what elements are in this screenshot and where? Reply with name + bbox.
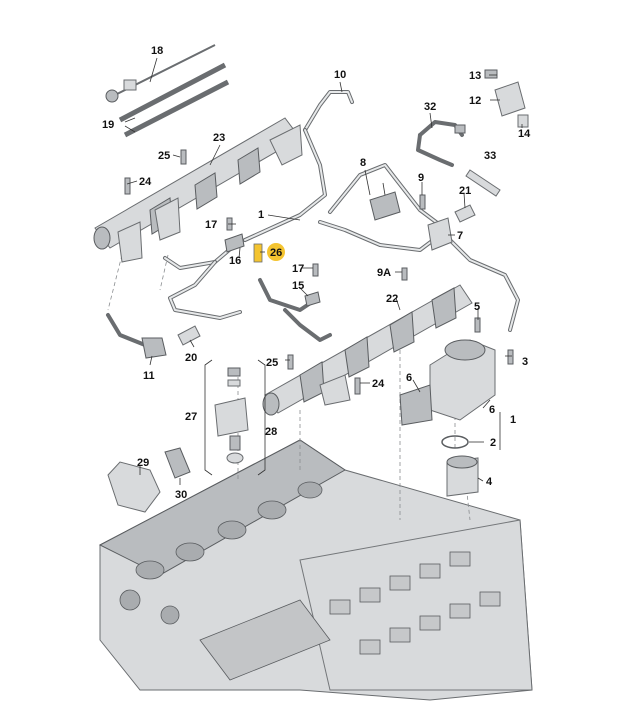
- label-10: 10: [334, 69, 346, 81]
- label-9: 9: [418, 172, 424, 184]
- fuel-rail-22: [262, 284, 473, 416]
- high-pressure-pump: [399, 339, 496, 497]
- label-26: 26: [270, 247, 282, 259]
- label-8: 8: [360, 157, 366, 169]
- label-16: 16: [229, 255, 241, 267]
- brackets: [107, 447, 191, 513]
- label-1b: 1: [510, 414, 516, 426]
- label-18: 18: [151, 45, 163, 57]
- label-5: 5: [474, 301, 480, 313]
- leader-lines: [124, 57, 523, 485]
- label-22: 22: [386, 293, 398, 305]
- part-labels: 18 19 10 13 12 14 32 33 23 25 24 8 9 21 …: [102, 45, 531, 501]
- label-9a: 9A: [377, 267, 391, 279]
- label-4: 4: [486, 476, 493, 488]
- label-33: 33: [484, 150, 496, 162]
- label-14: 14: [518, 128, 531, 140]
- injector-set: [204, 359, 266, 476]
- label-17b: 17: [292, 263, 304, 275]
- label-27: 27: [185, 411, 197, 423]
- label-25b: 25: [266, 357, 278, 369]
- label-25a: 25: [158, 150, 170, 162]
- label-29: 29: [137, 457, 149, 469]
- label-28: 28: [265, 426, 277, 438]
- engine-block: [98, 439, 533, 701]
- label-24a: 24: [139, 176, 152, 188]
- label-19: 19: [102, 119, 114, 131]
- highlight-marker: [267, 243, 285, 261]
- label-13: 13: [469, 70, 481, 82]
- label-7: 7: [457, 230, 463, 242]
- fuel-rail-23: [93, 117, 303, 263]
- fuel-lines: [163, 90, 520, 342]
- label-11: 11: [143, 370, 155, 382]
- label-17a: 17: [205, 219, 217, 231]
- label-3: 3: [522, 356, 528, 368]
- label-23: 23: [213, 132, 225, 144]
- label-2: 2: [490, 437, 496, 449]
- sensors-and-fittings: [105, 44, 529, 395]
- label-32: 32: [424, 101, 436, 113]
- label-1a: 1: [258, 209, 264, 221]
- label-15: 15: [292, 280, 304, 292]
- label-30: 30: [175, 489, 187, 501]
- label-20: 20: [185, 352, 197, 364]
- label-24b: 24: [372, 378, 385, 390]
- label-21: 21: [459, 185, 471, 197]
- label-12: 12: [469, 95, 481, 107]
- label-6b: 6: [489, 404, 495, 416]
- label-6a: 6: [406, 372, 412, 384]
